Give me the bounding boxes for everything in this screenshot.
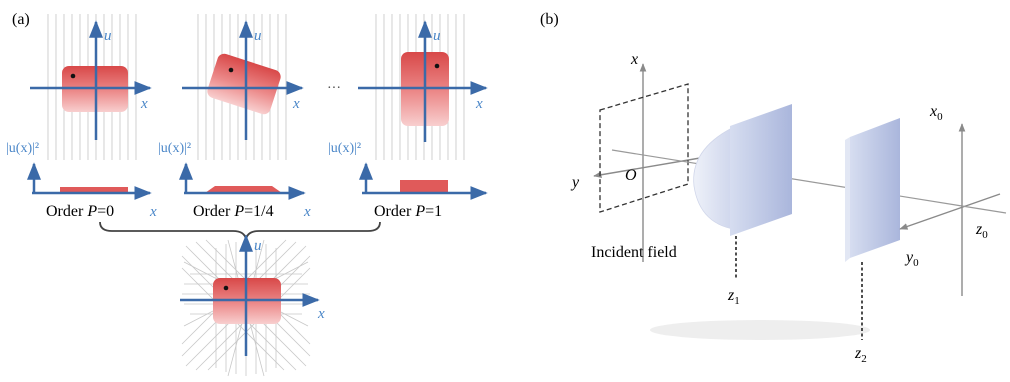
order-label: Order P=1 [374,203,442,220]
wigner-plot-order-0: u x [30,14,152,160]
patch-dot [228,67,234,73]
ellipsis: ··· [327,81,341,96]
x-axis-label: x [140,96,148,112]
intensity-label: |u(x)|² [6,141,39,156]
z1-label: z1 [727,287,740,307]
floor-shadow [650,320,870,340]
panel-b-label: (b) [540,11,559,28]
x-axis-label: x [149,204,157,220]
patch-dot [70,73,76,79]
intensity-label: |u(x)|² [328,141,361,156]
incident-field-label: Incident field [591,244,677,261]
output-coordinate-system: x0 y0 z0 [899,103,1007,296]
order-label: Order P=1/4 [193,203,274,220]
x-axis-label: x [292,96,300,112]
grouping-brace [99,221,381,241]
x-axis-label: x [303,204,311,220]
phase-space-patch [207,53,281,115]
y-axis-label: y [570,174,580,191]
intensity-label: |u(x)|² [158,141,191,156]
u-axis-label: u [254,238,262,254]
origin-label: O [625,167,637,184]
x-axis-label: x [630,51,638,68]
u-axis-label: u [433,28,441,44]
wigner-plot-order-quarter: u x [182,14,304,160]
y-axis-arrow [593,157,701,179]
incident-coordinate-system: x y O [570,51,701,262]
intensity-profile [205,186,282,193]
panel-a-label: (a) [12,11,30,28]
intensity-plot-order-0: |u(x)|² x Order P=0 [6,141,157,220]
lens-face [730,104,792,236]
u-axis-label: u [254,28,262,44]
patch-dot [223,285,229,291]
lens-element-z1: z1 [693,104,792,307]
u-axis-label: u [104,28,112,44]
plate-face [850,118,900,258]
wigner-plot-combined: u x [180,234,325,377]
intensity-profile [60,187,128,193]
z0-label: z0 [975,221,988,241]
y0-axis-arrow [899,193,1001,230]
intensity-plot-order-1: |u(x)|² Order P=1 [328,141,488,220]
patch-dot [434,63,440,69]
x-axis-label: x [317,306,325,322]
z2-label: z2 [854,345,867,365]
order-label: Order P=0 [46,203,114,220]
y0-label: y0 [904,249,919,269]
plate-element-z2: z2 [845,118,900,365]
wigner-plot-order-1: u x [358,14,488,160]
incident-plane [599,83,689,213]
x0-label: x0 [929,103,943,123]
x-axis-label: x [475,96,483,112]
z0-axis [961,205,1007,214]
intensity-plot-order-quarter: |u(x)|² x Order P=1/4 [158,141,311,220]
intensity-profile [400,180,448,193]
